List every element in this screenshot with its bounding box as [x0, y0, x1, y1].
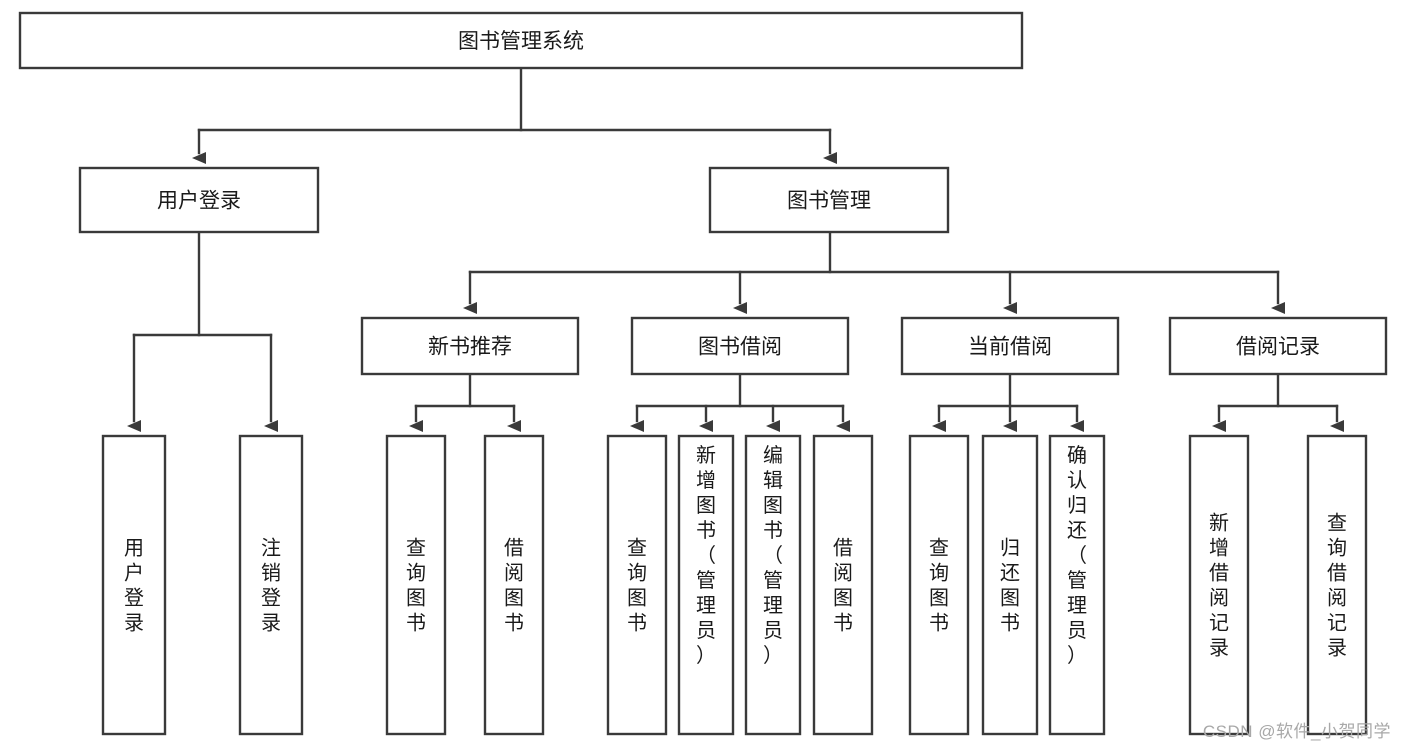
node-leaf-add-book[interactable]: 新增图书（管理员） — [677, 434, 735, 736]
node-box-leaf-query-book-cur[interactable] — [908, 434, 970, 736]
node-box-leaf-edit-book[interactable] — [744, 434, 802, 736]
node-box-book-manage[interactable] — [708, 166, 950, 234]
node-label-borrow-record: 借阅记录 — [1236, 336, 1320, 359]
node-label-leaf-query-book-borrow: 查询图书 — [627, 537, 647, 635]
node-label-leaf-add-book: 新增图书（管理员） — [696, 444, 716, 667]
node-box-leaf-query-book-borrow[interactable] — [606, 434, 668, 736]
node-book-manage[interactable]: 图书管理 — [708, 166, 950, 234]
node-leaf-return-book[interactable]: 归还图书 — [981, 434, 1039, 736]
node-leaf-query-book-borrow[interactable]: 查询图书 — [606, 434, 668, 736]
node-label-leaf-query-book-rec: 查询图书 — [406, 537, 426, 635]
node-box-current-borrow[interactable] — [900, 316, 1120, 376]
node-label-leaf-user-login: 用户登录 — [124, 538, 144, 635]
node-box-user-login[interactable] — [78, 166, 320, 234]
node-box-borrow-record[interactable] — [1168, 316, 1388, 376]
node-label-leaf-query-record: 查询借阅记录 — [1327, 512, 1347, 660]
node-box-leaf-confirm-return[interactable] — [1048, 434, 1106, 736]
node-leaf-user-login[interactable]: 用户登录 — [101, 434, 167, 736]
node-label-leaf-query-book-cur: 查询图书 — [929, 537, 949, 635]
node-box-leaf-logout[interactable] — [238, 434, 304, 736]
node-box-leaf-borrow-book[interactable] — [812, 434, 874, 736]
node-box-root[interactable] — [18, 11, 1024, 70]
node-label-leaf-borrow-book: 借阅图书 — [833, 537, 853, 635]
node-label-leaf-borrow-book-rec: 借阅图书 — [504, 537, 524, 635]
node-label-leaf-add-record: 新增借阅记录 — [1209, 512, 1229, 660]
node-leaf-borrow-book-rec[interactable]: 借阅图书 — [483, 434, 545, 736]
node-box-new-book-rec[interactable] — [360, 316, 580, 376]
node-boxes: 图书管理系统用户登录图书管理新书推荐图书借阅当前借阅借阅记录用户登录注销登录查询… — [18, 11, 1388, 736]
node-label-leaf-return-book: 归还图书 — [1000, 537, 1020, 635]
node-leaf-query-book-cur[interactable]: 查询图书 — [908, 434, 970, 736]
node-label-new-book-rec: 新书推荐 — [428, 336, 512, 359]
node-leaf-edit-book[interactable]: 编辑图书（管理员） — [744, 434, 802, 736]
node-new-book-rec[interactable]: 新书推荐 — [360, 316, 580, 376]
node-leaf-confirm-return[interactable]: 确认归还（管理员） — [1048, 434, 1106, 736]
node-label-leaf-logout: 注销登录 — [261, 537, 281, 635]
node-label-current-borrow: 当前借阅 — [968, 336, 1052, 359]
node-leaf-add-record[interactable]: 新增借阅记录 — [1188, 434, 1250, 736]
node-label-book-borrow: 图书借阅 — [698, 336, 782, 359]
node-box-leaf-add-book[interactable] — [677, 434, 735, 736]
node-root[interactable]: 图书管理系统 — [18, 11, 1024, 70]
node-leaf-query-record[interactable]: 查询借阅记录 — [1306, 434, 1368, 736]
node-label-user-login: 用户登录 — [157, 190, 241, 213]
node-box-leaf-borrow-book-rec[interactable] — [483, 434, 545, 736]
node-label-book-manage: 图书管理 — [787, 190, 871, 213]
node-book-borrow[interactable]: 图书借阅 — [630, 316, 850, 376]
node-leaf-borrow-book[interactable]: 借阅图书 — [812, 434, 874, 736]
node-box-leaf-add-record[interactable] — [1188, 434, 1250, 736]
node-user-login[interactable]: 用户登录 — [78, 166, 320, 234]
node-leaf-query-book-rec[interactable]: 查询图书 — [385, 434, 447, 736]
node-label-leaf-confirm-return: 确认归还（管理员） — [1067, 444, 1087, 667]
node-label-root: 图书管理系统 — [458, 30, 584, 53]
node-borrow-record[interactable]: 借阅记录 — [1168, 316, 1388, 376]
node-box-leaf-return-book[interactable] — [981, 434, 1039, 736]
connector-lines — [127, 66, 1344, 432]
node-current-borrow[interactable]: 当前借阅 — [900, 316, 1120, 376]
node-box-leaf-query-book-rec[interactable] — [385, 434, 447, 736]
node-label-leaf-edit-book: 编辑图书（管理员） — [763, 444, 783, 667]
node-box-leaf-user-login[interactable] — [101, 434, 167, 736]
node-box-leaf-query-record[interactable] — [1306, 434, 1368, 736]
node-leaf-logout[interactable]: 注销登录 — [238, 434, 304, 736]
node-box-book-borrow[interactable] — [630, 316, 850, 376]
